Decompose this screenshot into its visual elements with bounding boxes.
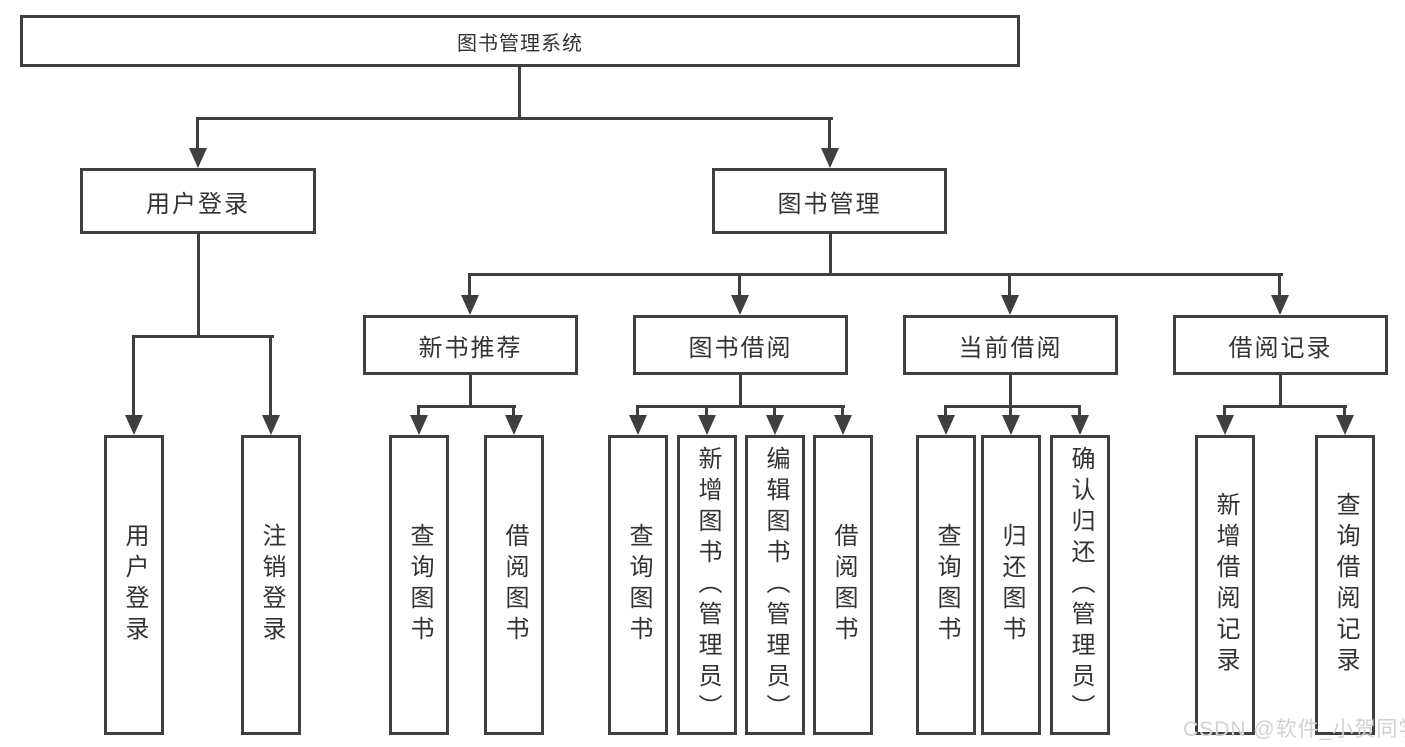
leaf-logout: 注销登录 (241, 435, 301, 735)
node-borrow-records: 借阅记录 (1173, 315, 1388, 375)
connector-arrow (461, 273, 479, 315)
connector-line (636, 405, 845, 408)
connector-arrow (766, 405, 784, 435)
connector-arrow (189, 117, 207, 168)
connector-line (469, 372, 472, 408)
leaf-query-books-borrow: 查询图书 (608, 435, 668, 735)
connector-line (133, 335, 274, 338)
node-label: 确认归还（管理员） (1067, 445, 1094, 725)
leaf-return-book: 归还图书 (981, 435, 1041, 735)
node-label: 新增借阅记录 (1212, 492, 1239, 678)
node-new-book-recommend: 新书推荐 (363, 315, 578, 375)
node-label: 查询图书 (625, 523, 652, 647)
leaf-query-books-recommend: 查询图书 (389, 435, 449, 735)
node-current-borrow: 当前借阅 (903, 315, 1118, 375)
connector-line (1009, 372, 1012, 408)
connector-line (197, 231, 200, 338)
leaf-edit-book-admin: 编辑图书（管理员） (745, 435, 805, 735)
connector-arrow (125, 335, 143, 435)
leaf-confirm-return-admin: 确认归还（管理员） (1050, 435, 1110, 735)
node-label: 借阅记录 (1228, 334, 1333, 362)
node-label: 借阅图书 (830, 523, 857, 647)
connector-arrow (1216, 405, 1234, 435)
node-label: 新书推荐 (418, 334, 523, 362)
connector-arrow (834, 405, 852, 435)
connector-arrow (1336, 405, 1354, 435)
node-label: 图书管理 (777, 190, 882, 218)
node-book-management: 图书管理 (712, 168, 947, 234)
node-label: 新增图书（管理员） (694, 445, 721, 725)
watermark: CSDN @软件_小贺同学 (1183, 718, 1405, 741)
connector-line (944, 405, 1081, 408)
node-label: 借阅图书 (501, 523, 528, 647)
node-label: 用户登录 (121, 523, 148, 647)
connector-line (739, 372, 742, 408)
leaf-borrow-books-recommend: 借阅图书 (484, 435, 544, 735)
node-book-borrow: 图书借阅 (633, 315, 848, 375)
leaf-query-borrow-record: 查询借阅记录 (1315, 435, 1375, 735)
connector-arrow (1271, 273, 1289, 315)
connector-arrow (1002, 405, 1020, 435)
connector-line (1223, 405, 1347, 408)
node-library-system: 图书管理系统 (20, 15, 1020, 67)
node-label: 编辑图书（管理员） (762, 445, 789, 725)
node-label: 当前借阅 (958, 334, 1063, 362)
node-label: 图书管理系统 (457, 32, 583, 55)
connector-line (468, 273, 1283, 276)
connector-line (518, 66, 521, 120)
leaf-add-book-admin: 新增图书（管理员） (677, 435, 737, 735)
connector-line (1279, 372, 1282, 408)
connector-arrow (937, 405, 955, 435)
leaf-query-books-current: 查询图书 (916, 435, 976, 735)
connector-arrow (731, 273, 749, 315)
node-label: 查询图书 (933, 523, 960, 647)
node-label: 用户登录 (146, 190, 250, 218)
node-user-login: 用户登录 (80, 168, 316, 234)
connector-line (417, 405, 516, 408)
leaf-user-login: 用户登录 (104, 435, 164, 735)
node-label: 查询借阅记录 (1332, 492, 1359, 678)
connector-arrow (821, 117, 839, 168)
node-label: 注销登录 (258, 523, 285, 647)
connector-arrow (410, 405, 428, 435)
leaf-borrow-books-borrow: 借阅图书 (813, 435, 873, 735)
connector-arrow (1001, 273, 1019, 315)
node-label: 图书借阅 (688, 334, 793, 362)
connector-arrow (1071, 405, 1089, 435)
connector-arrow (505, 405, 523, 435)
connector-arrow (629, 405, 647, 435)
leaf-add-borrow-record: 新增借阅记录 (1195, 435, 1255, 735)
connector-arrow (698, 405, 716, 435)
connector-line (197, 117, 833, 120)
node-label: 归还图书 (998, 523, 1025, 647)
node-label: 查询图书 (406, 523, 433, 647)
connector-line (829, 231, 832, 276)
connector-arrow (262, 335, 280, 435)
